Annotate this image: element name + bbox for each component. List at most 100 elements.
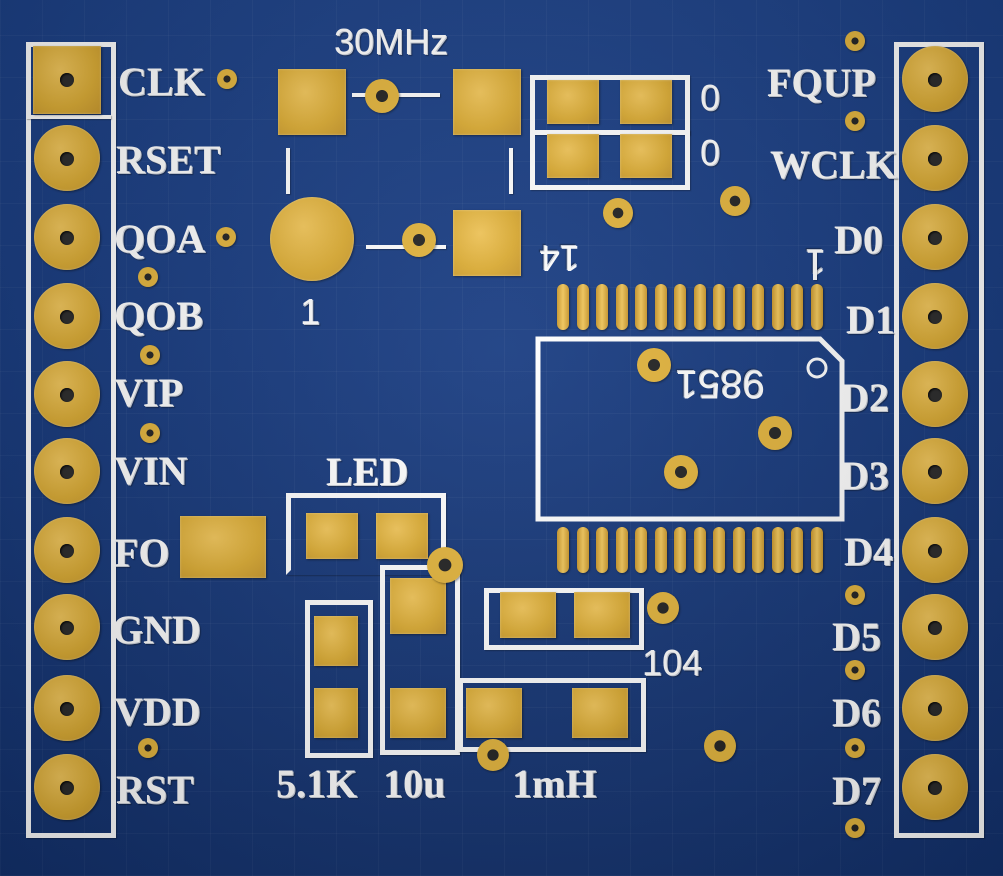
label-rset: RSET bbox=[116, 137, 221, 182]
ic-pin bbox=[654, 284, 667, 330]
via bbox=[845, 660, 865, 680]
left-header-drill-hole bbox=[60, 152, 74, 166]
via bbox=[647, 592, 679, 624]
left-header-pin1-divider bbox=[26, 115, 111, 119]
label-d0: D0 bbox=[834, 217, 883, 262]
ic-pin bbox=[693, 284, 706, 330]
fo-pad bbox=[180, 516, 266, 578]
left-header-drill-hole bbox=[60, 231, 74, 245]
label-d1: D1 bbox=[846, 297, 895, 342]
via bbox=[720, 186, 750, 216]
right-header-drill-hole bbox=[928, 621, 942, 635]
ic-pin bbox=[752, 527, 764, 573]
left-header-drill-hole bbox=[60, 702, 74, 716]
via bbox=[845, 738, 865, 758]
label-d3: D3 bbox=[840, 453, 889, 498]
via bbox=[427, 547, 463, 583]
resistor-bottom-label: 0 bbox=[700, 132, 721, 173]
ic-pin bbox=[732, 527, 745, 573]
via bbox=[477, 739, 509, 771]
resistor-bottom-pad-1 bbox=[547, 134, 599, 178]
ic-pin bbox=[615, 527, 628, 573]
via bbox=[140, 423, 160, 443]
left-header-drill-hole bbox=[60, 388, 74, 402]
ic-pin bbox=[713, 527, 725, 573]
right-header-drill-hole bbox=[928, 310, 942, 324]
left-header-drill-hole bbox=[60, 621, 74, 635]
left-header-drill-hole bbox=[60, 544, 74, 558]
via bbox=[138, 267, 158, 287]
ic-pin bbox=[791, 527, 803, 573]
ic-pin bbox=[810, 284, 823, 330]
ic-pin bbox=[596, 284, 608, 330]
ic-pin bbox=[557, 284, 569, 330]
capacitor-104-pad-2 bbox=[574, 592, 630, 638]
ic-pin bbox=[654, 527, 667, 573]
label-d6: D6 bbox=[832, 690, 881, 735]
led-pad-2 bbox=[376, 513, 428, 559]
right-header-drill-hole bbox=[928, 781, 942, 795]
capacitor-104-label: 104 bbox=[642, 642, 703, 683]
right-header-drill-hole bbox=[928, 544, 942, 558]
right-header-drill-hole bbox=[928, 231, 942, 245]
capacitor-10u-pad-2 bbox=[390, 688, 446, 738]
label-wclk: WCLK bbox=[770, 142, 897, 187]
crystal-outline-left bbox=[286, 148, 290, 194]
resistor-bottom-outline bbox=[530, 130, 690, 190]
inductor-1mh-outline bbox=[458, 678, 646, 752]
resistor-5k1-outline bbox=[305, 600, 373, 758]
label-vin: VIN bbox=[114, 448, 188, 493]
label-qoa: QOA bbox=[114, 216, 206, 261]
left-header-drill-hole bbox=[60, 781, 74, 795]
label-clk: CLK bbox=[118, 59, 205, 104]
via bbox=[138, 738, 158, 758]
via bbox=[704, 730, 736, 762]
via bbox=[758, 416, 792, 450]
resistor-bottom-pad-2 bbox=[620, 134, 672, 178]
capacitor-10u-label: 10u bbox=[383, 761, 446, 806]
via bbox=[140, 345, 160, 365]
resistor-top-label: 0 bbox=[700, 77, 721, 118]
crystal-pad-3 bbox=[453, 210, 521, 276]
ic-pin bbox=[635, 527, 647, 573]
label-fo: FO bbox=[114, 530, 170, 575]
ic-pin bbox=[576, 284, 589, 330]
crystal-pad-2 bbox=[453, 69, 521, 135]
resistor-top-pad-1 bbox=[547, 80, 599, 124]
via bbox=[216, 227, 236, 247]
capacitor-104-pad-1 bbox=[500, 592, 556, 638]
ic-pin bbox=[752, 284, 764, 330]
label-qob: QOB bbox=[114, 293, 203, 338]
label-d5: D5 bbox=[832, 614, 881, 659]
ic-pin bbox=[771, 284, 784, 330]
capacitor-104-outline bbox=[484, 588, 644, 650]
ic-pin bbox=[576, 527, 589, 573]
via bbox=[845, 31, 865, 51]
right-header-drill-hole bbox=[928, 702, 942, 716]
label-rst: RST bbox=[116, 767, 194, 812]
via bbox=[664, 455, 698, 489]
right-header-drill-hole bbox=[928, 152, 942, 166]
led-pad-1 bbox=[306, 513, 358, 559]
label-fqup: FQUP bbox=[767, 60, 876, 105]
ic-pin14-marker: 14 bbox=[540, 238, 581, 279]
label-vip: VIP bbox=[114, 370, 183, 415]
resistor-5k1-label: 5.1K bbox=[276, 761, 358, 806]
inductor-1mh-pad-1 bbox=[466, 688, 522, 738]
resistor-top-pad-2 bbox=[620, 80, 672, 124]
via bbox=[365, 79, 399, 113]
via bbox=[845, 111, 865, 131]
ic-pin bbox=[771, 527, 784, 573]
resistor-5k1-pad-2 bbox=[314, 688, 358, 738]
ic-label: 9851 bbox=[676, 362, 765, 406]
capacitor-10u-pad-1 bbox=[390, 578, 446, 634]
ic-pin bbox=[810, 527, 823, 573]
capacitor-10u-outline bbox=[380, 565, 460, 755]
ic-body-outline bbox=[535, 336, 845, 522]
left-header-outline bbox=[26, 42, 116, 838]
right-header-drill-hole bbox=[928, 73, 942, 87]
via bbox=[603, 198, 633, 228]
ic-pin bbox=[693, 527, 706, 573]
label-vdd: VDD bbox=[114, 689, 201, 734]
